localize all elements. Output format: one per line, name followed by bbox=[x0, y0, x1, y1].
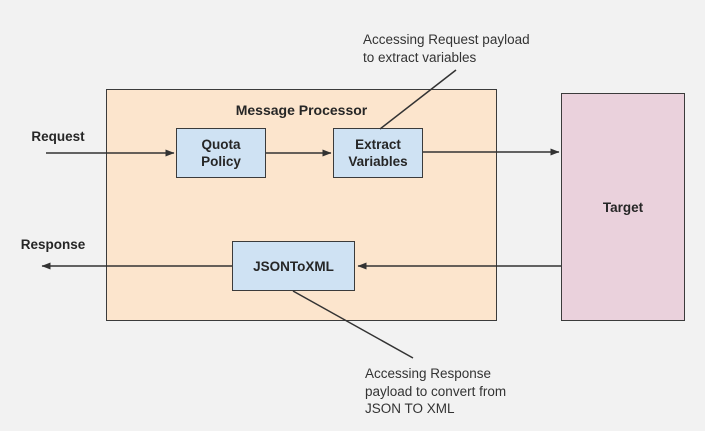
response-label: Response bbox=[20, 237, 86, 252]
target-node: Target bbox=[561, 93, 685, 321]
annotation-response-payload-line1: Accessing Response bbox=[365, 366, 492, 381]
jsontoxml-label: JSONToXML bbox=[253, 258, 334, 274]
request-label: Request bbox=[31, 129, 85, 144]
target-label: Target bbox=[602, 199, 644, 215]
annotation-request-payload: Accessing Request payload to extract var… bbox=[363, 31, 530, 66]
message-processor-title: Message Processor bbox=[235, 102, 368, 118]
annotation-response-payload: Accessing Response payload to convert fr… bbox=[365, 365, 506, 418]
quota-policy-node: Quota Policy bbox=[176, 128, 266, 178]
extract-variables-label-line1: Extract bbox=[355, 137, 401, 152]
annotation-response-payload-line2: payload to convert from bbox=[365, 383, 507, 399]
quota-policy-label-line1: Quota bbox=[201, 137, 241, 152]
extract-variables-label-line2: Variables bbox=[348, 154, 408, 169]
quota-policy-label-line2: Policy bbox=[201, 154, 241, 169]
annotation-response-payload-line3: JSON TO XML bbox=[365, 401, 455, 416]
jsontoxml-node: JSONToXML bbox=[232, 241, 355, 291]
annotation-request-payload-line2: to extract variables bbox=[363, 49, 477, 65]
annotation-request-payload-line1: Accessing Request payload bbox=[363, 32, 530, 47]
extract-variables-node: Extract Variables bbox=[333, 128, 423, 178]
